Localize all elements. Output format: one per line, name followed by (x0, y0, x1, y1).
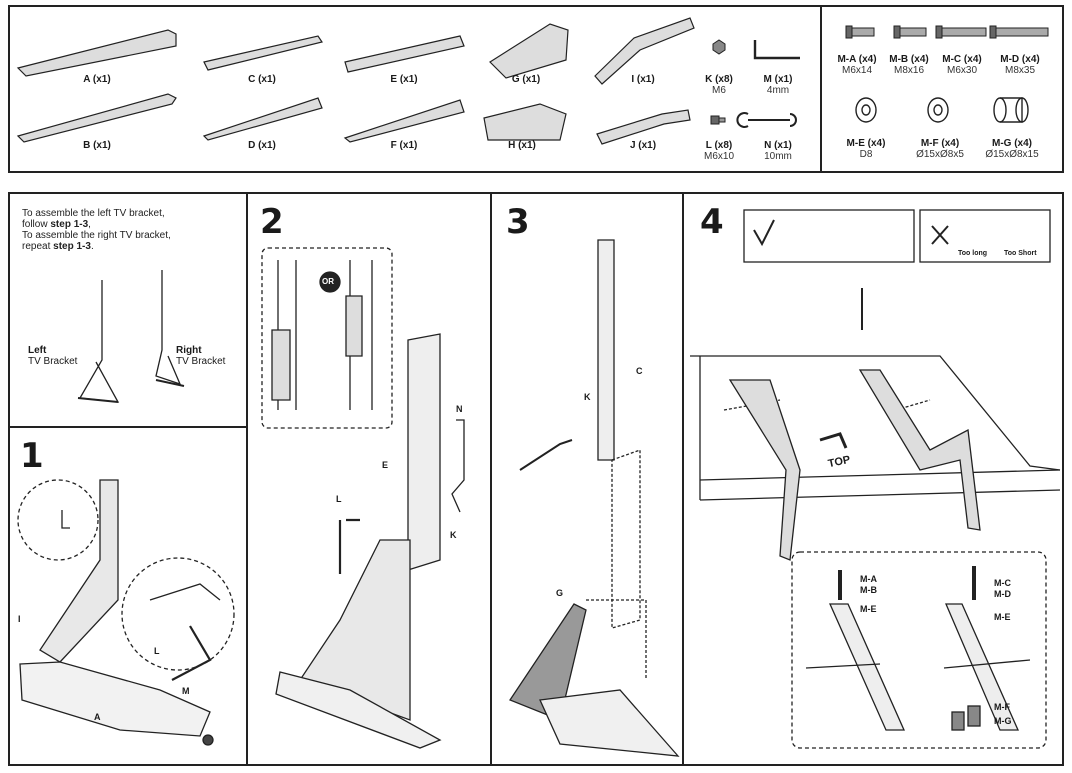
part-f-label: F (x1) (390, 140, 418, 151)
s4-callout-me-1: M-E (860, 604, 877, 614)
part-l-label: L (x8) (705, 140, 733, 151)
part-c-label: C (x1) (248, 74, 276, 85)
part-n-drawing (736, 112, 797, 128)
intro-line-4: repeat step 1-3. (22, 241, 94, 252)
part-g-label: G (x1) (511, 74, 541, 85)
hw-mf-label: M-F (x4) (920, 138, 960, 149)
part-n-label: N (x1) (764, 140, 792, 151)
step-3-number: 3 (506, 202, 530, 242)
part-h-label: H (x1) (508, 140, 536, 151)
part-j-drawing (596, 109, 691, 145)
hw-mb-label: M-B (x4) (889, 54, 929, 65)
hw-me-label: M-E (x4) (846, 138, 886, 149)
s3-callout-g: G (556, 588, 564, 598)
part-j-label: J (x1) (629, 140, 657, 151)
s2-callout-k: K (450, 530, 457, 540)
left-bracket-sub: TV Bracket (28, 356, 78, 367)
intro-panel (8, 192, 248, 428)
right-bracket-title: Right (176, 345, 202, 356)
s1-callout-a: A (94, 712, 101, 722)
part-i-label: I (x1) (631, 74, 655, 85)
hw-ma-size: M6x14 (841, 65, 873, 76)
s4-callout-mf: M-F (994, 702, 1010, 712)
part-l-size: M6x10 (703, 151, 735, 162)
part-c-drawing (203, 35, 323, 71)
hw-mc-label: M-C (x4) (942, 54, 982, 65)
part-g-drawing (489, 23, 569, 79)
hw-md-label: M-D (x4) (1000, 54, 1040, 65)
part-k-label: K (x8) (705, 74, 733, 85)
part-e-drawing (344, 35, 465, 73)
hw-mf-size: Ø15xØ8x5 (916, 149, 964, 160)
part-k-drawing (712, 39, 726, 55)
part-m-size: 4mm (766, 85, 790, 96)
part-m-label: M (x1) (763, 74, 793, 85)
s4-callout-mg: M-G (994, 716, 1012, 726)
part-f-drawing (343, 99, 465, 143)
part-b-label: B (x1) (83, 140, 111, 151)
s3-callout-k: K (584, 392, 591, 402)
part-a-drawing (16, 29, 177, 77)
right-bracket-sub: TV Bracket (176, 356, 226, 367)
s4-callout-md: M-D (994, 589, 1011, 599)
hw-md-size: M8x35 (1004, 65, 1036, 76)
s4-callout-ma: M-A (860, 574, 877, 584)
intro-line-1: To assemble the left TV bracket, (22, 208, 165, 219)
hw-me-size: D8 (859, 149, 873, 160)
part-a-label: A (x1) (83, 74, 111, 85)
hw-ma-label: M-A (x4) (837, 54, 877, 65)
part-d-label: D (x1) (248, 140, 276, 151)
s4-too-long: Too long (958, 250, 988, 257)
hw-mb-size: M8x16 (893, 65, 925, 76)
s4-callout-mc: M-C (994, 578, 1011, 588)
step-1-number: 1 (20, 436, 44, 476)
intro-instructions: To assemble the left TV bracket, follow … (22, 208, 237, 252)
s1-callout-l: L (154, 646, 160, 656)
part-i-drawing (594, 17, 695, 85)
s3-callout-c: C (636, 366, 643, 376)
s2-or-badge: OR (322, 277, 334, 286)
part-e-label: E (x1) (390, 74, 418, 85)
left-bracket-title: Left (28, 345, 47, 356)
s4-too-short: Too Short (1004, 250, 1037, 257)
part-n-size: 10mm (764, 151, 792, 162)
s4-callout-mb: M-B (860, 585, 877, 595)
part-h-drawing (483, 103, 567, 141)
parts-list-panel (8, 5, 822, 173)
part-m-drawing (753, 40, 800, 60)
s1-callout-m: M (182, 686, 190, 696)
s1-callout-i: I (18, 614, 21, 624)
hw-mg-size: Ø15xØ8x15 (985, 149, 1039, 160)
step-2-number: 2 (260, 202, 284, 242)
intro-line-3: To assemble the right TV bracket, (22, 230, 171, 241)
part-b-drawing (16, 93, 177, 143)
step-4-number: 4 (700, 202, 724, 242)
hw-mg-label: M-G (x4) (992, 138, 1032, 149)
s2-callout-e: E (382, 460, 389, 470)
s2-callout-l: L (336, 494, 342, 504)
intro-line-2: follow step 1-3, (22, 219, 91, 230)
hw-mc-size: M6x30 (946, 65, 978, 76)
s4-callout-me-2: M-E (994, 612, 1011, 622)
part-d-drawing (202, 97, 323, 141)
s2-callout-n: N (456, 404, 463, 414)
part-k-size: M6 (712, 85, 726, 96)
